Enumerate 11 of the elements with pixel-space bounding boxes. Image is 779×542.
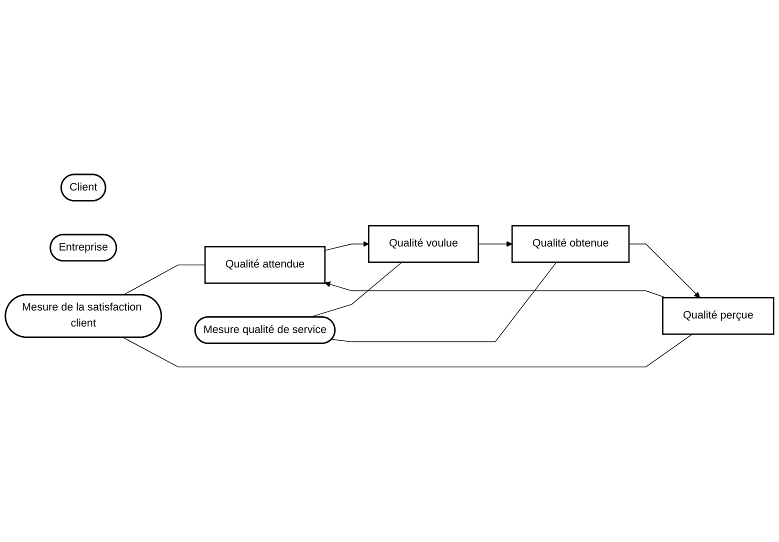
- node-box: Qualité obtenue: [511, 225, 630, 264]
- node-box: Qualité perçue: [662, 297, 774, 336]
- connector: [122, 264, 206, 296]
- arrow: [324, 241, 369, 252]
- connector: [331, 262, 557, 342]
- arrow: [478, 241, 512, 248]
- node-box: Qualité voulue: [368, 225, 480, 264]
- arrow: [628, 244, 700, 298]
- arrow: [324, 282, 666, 298]
- connector: [122, 334, 693, 368]
- node-box: Qualité attendue: [204, 246, 326, 284]
